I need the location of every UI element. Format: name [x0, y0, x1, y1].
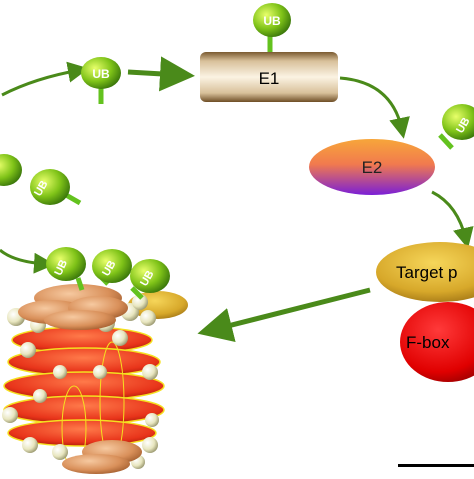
target-complex: F-box Target p	[376, 242, 474, 382]
ub-ball	[81, 57, 121, 89]
ub-ball	[92, 249, 132, 283]
ub-stem	[130, 286, 144, 300]
bead	[93, 365, 107, 379]
scale-bar	[398, 464, 474, 467]
ub-stem	[64, 192, 82, 206]
e2-to-target-arrow	[431, 190, 474, 249]
e2-enzyme: UB E2	[309, 104, 474, 195]
bead	[33, 389, 47, 403]
ub-ball	[46, 247, 86, 281]
cap-lobe	[62, 454, 130, 474]
bead	[20, 342, 36, 358]
e1-label: E1	[259, 69, 280, 88]
target-ellipse	[376, 242, 474, 302]
ring	[7, 419, 157, 447]
ub-ball	[30, 169, 70, 205]
bead	[112, 330, 128, 346]
fbox-label: F-box	[406, 333, 450, 352]
e2-ellipse	[309, 139, 435, 195]
bead	[142, 437, 158, 453]
fbox-ellipse	[400, 302, 474, 382]
ubiquitin-free: UB	[81, 57, 121, 104]
ubiquitin-chain-left: UB	[0, 154, 82, 206]
proteasome	[2, 284, 188, 474]
ub-label: UB	[92, 67, 110, 81]
cycle-arrows	[0, 56, 474, 343]
target-to-proteasome-arrow	[197, 287, 371, 343]
ub-ball	[130, 259, 170, 293]
cap-lobe	[44, 310, 116, 330]
e1-enzyme: UB E1	[200, 3, 338, 102]
ub-stem	[75, 277, 85, 291]
ub-to-e1-arrow	[127, 56, 195, 92]
e2-label: E2	[362, 158, 383, 177]
target-label: Target p	[396, 263, 457, 282]
ub-ball	[253, 3, 291, 37]
bead	[22, 437, 38, 453]
ub-label: UB	[263, 14, 281, 28]
bead	[142, 364, 158, 380]
bead	[132, 294, 148, 310]
arc-to-ub-arrow	[1, 61, 89, 97]
recycle-arc-arrow	[0, 248, 55, 274]
ubiquitin-chain-attached: UB UB UB	[46, 247, 170, 300]
proteasome-cap-top	[18, 284, 128, 330]
e1-to-e2-arrow	[339, 76, 410, 139]
ub-ball	[0, 154, 22, 186]
proteasome-cap-bottom	[62, 440, 142, 474]
bead	[52, 444, 68, 460]
bead	[53, 365, 67, 379]
bead	[145, 413, 159, 427]
bead	[140, 310, 156, 326]
ub-stem	[438, 133, 454, 150]
ub-ball	[442, 104, 474, 140]
bead	[2, 407, 18, 423]
e1-box	[200, 52, 338, 102]
